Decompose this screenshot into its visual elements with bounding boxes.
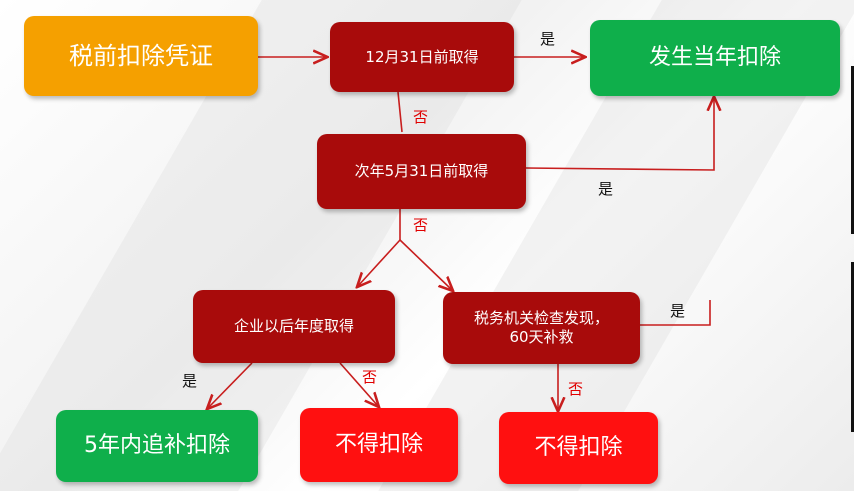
edge-divider	[851, 66, 854, 234]
arrow-to-no-deduct-left	[339, 362, 378, 406]
label-no-may31: 否	[413, 216, 429, 234]
node-dec31: 12月31日前取得	[330, 22, 514, 92]
label-no-tax-check: 否	[568, 380, 584, 398]
label-yes-later-years: 是	[182, 372, 198, 390]
node-voucher: 税前扣除凭证	[24, 16, 258, 96]
node-deduct-current: 发生当年扣除	[590, 20, 840, 96]
node-deduct-5yr: 5年内追补扣除	[56, 410, 258, 482]
label-yes-dec31: 是	[540, 30, 556, 48]
label-yes-may31: 是	[598, 180, 614, 198]
node-may31: 次年5月31日前取得	[317, 134, 526, 209]
label-yes-tax-check: 是	[670, 302, 686, 320]
arrow-to-later-years	[358, 239, 401, 286]
label-no-dec31: 否	[413, 108, 429, 126]
node-tax-check: 税务机关检查发现， 60天补救	[443, 292, 640, 364]
node-no-deduct-right: 不得扣除	[499, 412, 658, 484]
edge-divider	[851, 262, 854, 432]
arrow-may31-to-current	[525, 98, 714, 171]
node-no-deduct-left: 不得扣除	[300, 408, 458, 482]
line-tax-check-to-current	[640, 300, 711, 326]
arrow-to-tax-check	[399, 239, 452, 290]
arrow-to-5yr	[208, 362, 253, 408]
label-no-later-years: 否	[362, 368, 378, 386]
line-dec31-to-may31	[397, 91, 403, 133]
node-later-years: 企业以后年度取得	[193, 290, 395, 363]
